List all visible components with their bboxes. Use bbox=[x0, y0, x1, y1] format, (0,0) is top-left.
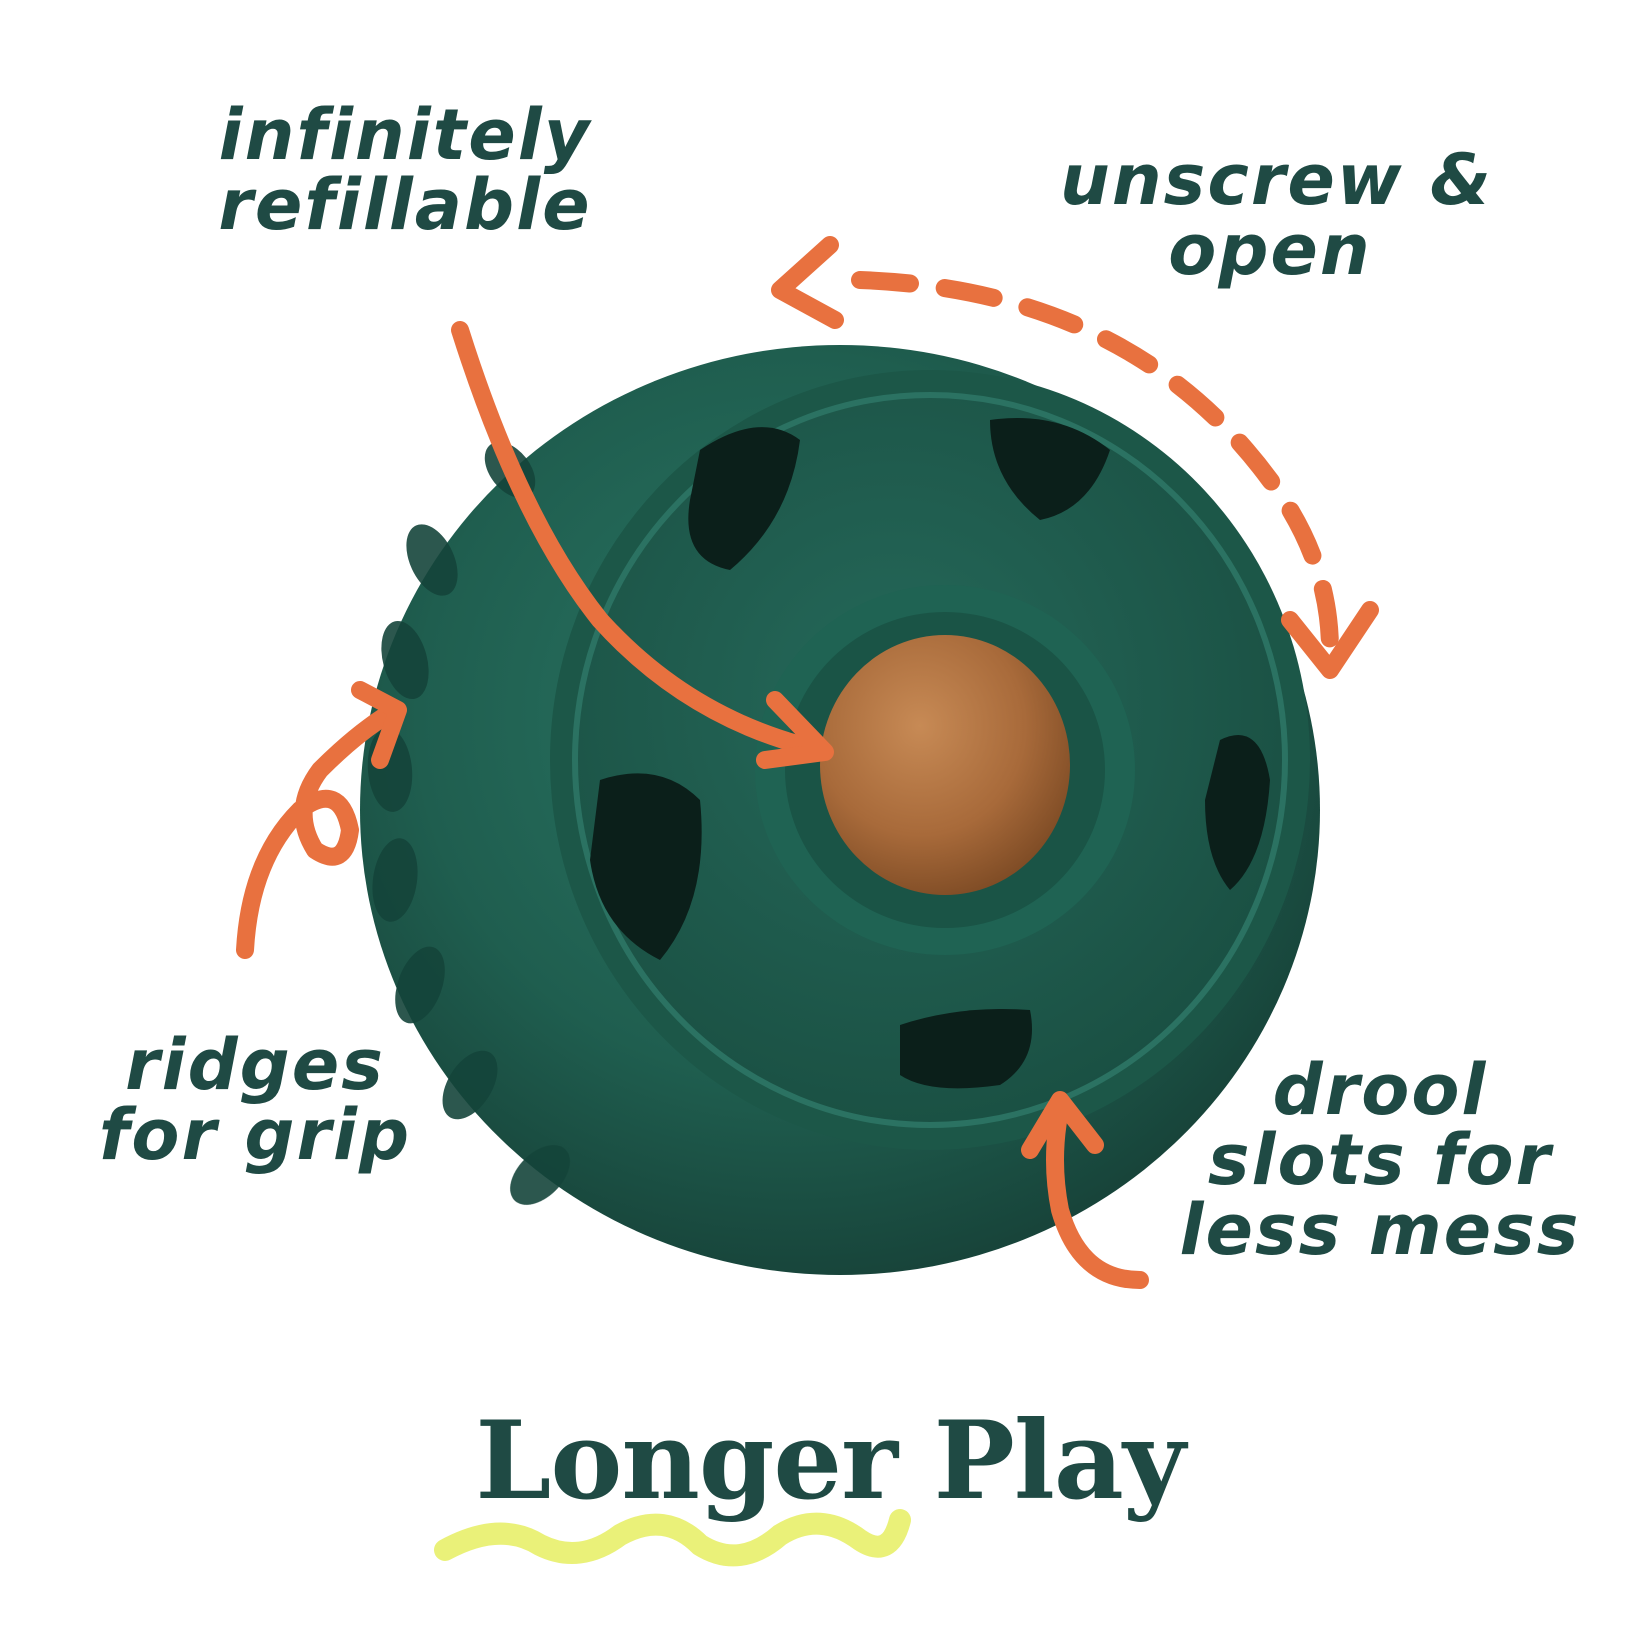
ridges-arrow-icon bbox=[236, 701, 404, 959]
refillable-arrow-icon bbox=[451, 321, 829, 759]
callout-refillable: infinitely refillable bbox=[215, 100, 595, 240]
title-underline-squiggle bbox=[434, 1509, 911, 1567]
unscrew-arrow-icon bbox=[851, 271, 1339, 659]
callout-unscrew-line2: open bbox=[1168, 209, 1372, 291]
treat-ball-toy bbox=[360, 345, 1320, 1275]
callout-drool: drool slots for less mess bbox=[1170, 1055, 1590, 1265]
callout-refillable-line2: refillable bbox=[218, 164, 592, 246]
page-title: Longer Play bbox=[475, 1398, 1185, 1524]
callout-drool-line2: slots for bbox=[1207, 1119, 1553, 1201]
callout-drool-line3: less mess bbox=[1179, 1189, 1581, 1271]
callout-unscrew: unscrew & open bbox=[1060, 139, 1493, 291]
callout-ridges: ridges for grip bbox=[75, 1030, 435, 1170]
drool-slots bbox=[590, 418, 1270, 1089]
callout-ridges-line1: ridges bbox=[125, 1024, 385, 1106]
callout-arrows bbox=[236, 236, 1379, 1289]
callout-ridges-line2: for grip bbox=[98, 1094, 412, 1176]
treat-icon bbox=[820, 635, 1070, 895]
callout-drool-line1: drool bbox=[1272, 1049, 1488, 1131]
callout-unscrew-line1: unscrew & bbox=[1060, 139, 1493, 221]
drool-arrow-icon bbox=[1046, 1101, 1149, 1289]
callout-refillable-line1: infinitely bbox=[218, 94, 592, 176]
